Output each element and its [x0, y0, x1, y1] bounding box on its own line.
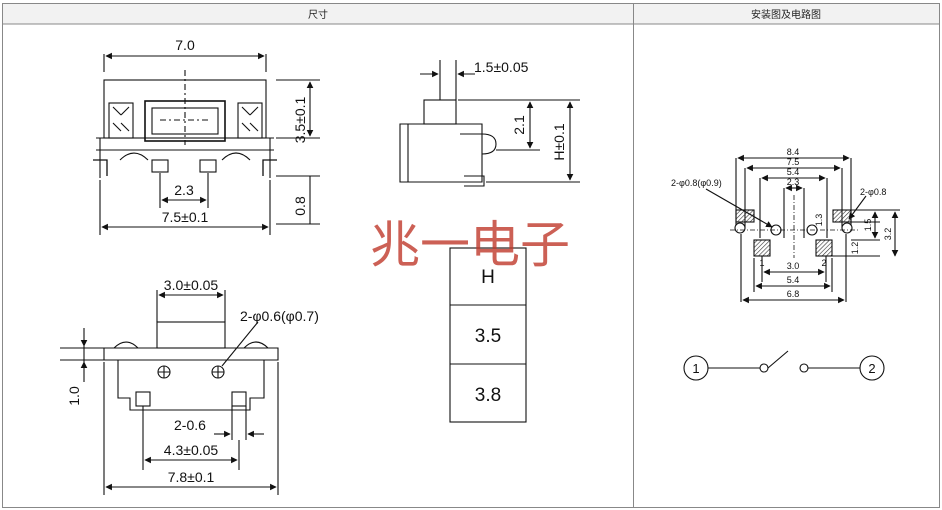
outer-frame	[2, 3, 940, 508]
fp-1-2-label: 1.2	[850, 242, 860, 255]
header-bar	[3, 4, 939, 24]
table-row-2: 3.8	[475, 385, 501, 406]
fp-hole-right-label: 2-φ0.8	[860, 187, 886, 197]
height-table	[449, 247, 527, 423]
bottom-holes-label: 2-φ0.6(φ0.7)	[240, 308, 319, 324]
bottom-pitch-label: 4.3±0.05	[164, 442, 219, 458]
side-height-label: H±0.1	[551, 123, 567, 160]
circuit-node-1: 1	[692, 361, 699, 376]
side-stem-label: 2.1	[511, 115, 527, 135]
side-plunger-label: 1.5±0.05	[474, 59, 529, 75]
bottom-total-label: 7.8±0.1	[168, 469, 215, 485]
header-dimensions: 尺寸	[308, 8, 328, 21]
fp-8-4-label: 8.4	[787, 147, 800, 157]
circuit-node-2: 2	[868, 361, 875, 376]
fp-1-5-label: 1.5	[863, 219, 873, 232]
table-header-h: H	[481, 267, 495, 288]
switch-circuit	[683, 350, 885, 381]
bottom-left-label: 1.0	[66, 386, 82, 406]
side-view-plunger	[423, 99, 457, 125]
fp-pin2-label: 2	[821, 258, 826, 268]
top-pitch-label: 2.3	[174, 182, 194, 198]
top-lead-label: 0.8	[292, 196, 308, 216]
footprint-drawing	[705, 154, 900, 304]
bottom-pad-label: 2-0.6	[174, 417, 206, 433]
fp-1-3-label: 1.3	[814, 214, 824, 227]
watermark: 兆一电子	[370, 216, 570, 274]
fp-7-5-label: 7.5	[787, 157, 800, 167]
drawing-lines	[60, 52, 900, 495]
fp-2-3-label: 2.3	[787, 177, 800, 187]
top-height-label: 3.5±0.1	[292, 96, 308, 143]
fp-3-0-label: 3.0	[787, 261, 800, 271]
fp-pin1-label: 1	[759, 258, 764, 268]
bottom-view-plunger	[156, 321, 226, 349]
fp-6-8-label: 6.8	[787, 289, 800, 299]
fp-5-4b-label: 5.4	[787, 275, 800, 285]
header-installation: 安装图及电路图	[751, 8, 821, 21]
bottom-top-label: 3.0±0.05	[164, 277, 219, 293]
fp-3-2-label: 3.2	[883, 228, 893, 241]
top-width-label: 7.0	[175, 37, 195, 53]
table-row-1: 3.5	[475, 326, 501, 347]
top-span-label: 7.5±0.1	[162, 209, 209, 225]
fp-5-4-label: 5.4	[787, 167, 800, 177]
fp-hole-left-label: 2-φ0.8(φ0.9)	[671, 178, 722, 188]
